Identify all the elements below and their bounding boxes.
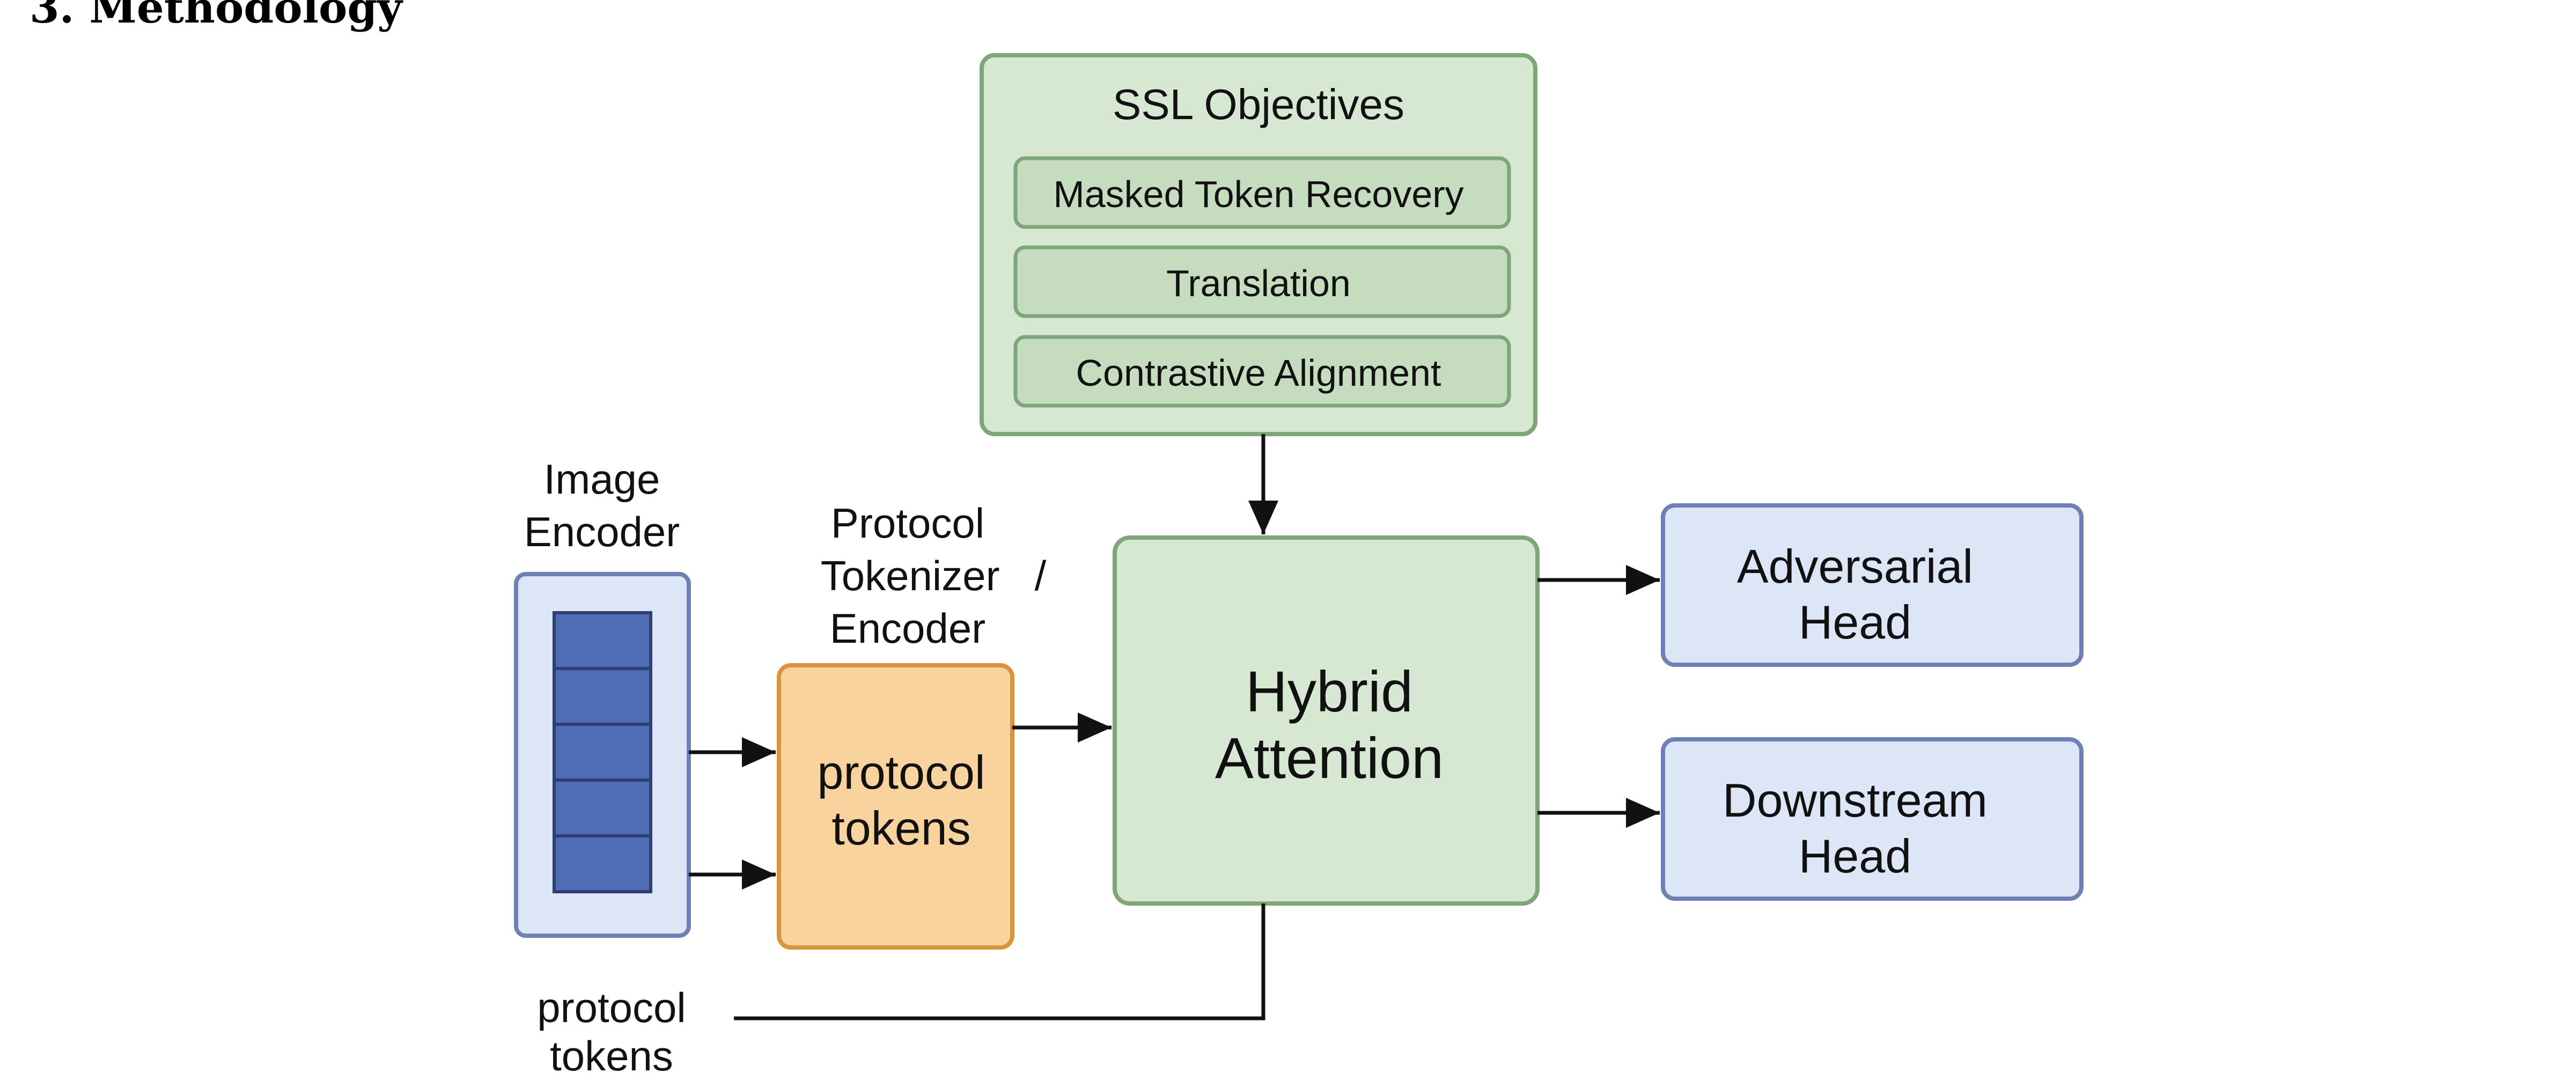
image-patch-2 — [553, 667, 652, 726]
image-patch-3 — [553, 723, 652, 782]
adversarial-head-line1: Adversarial — [1737, 540, 1973, 593]
downstream-head-line2: Head — [1799, 829, 1911, 883]
image-patch-5 — [553, 834, 652, 893]
adversarial-head: Adversarial Head — [1661, 503, 2084, 667]
connectors — [689, 434, 1660, 1020]
bypass-connector — [734, 904, 1265, 1020]
image-encoder-label-line2: Encoder — [524, 508, 680, 555]
ssl-item-contrastive-alignment: Contrastive Alignment — [1076, 352, 1441, 394]
image-patch-1 — [553, 611, 652, 670]
ssl-item-translation-box — [1013, 245, 1511, 318]
ssl-item-contrastive-alignment-box — [1013, 335, 1511, 408]
hybrid-attention-line2: Attention — [1215, 725, 1444, 790]
downstream-head: Downstream Head — [1661, 737, 2084, 901]
protocol-tokenizer: Protocol Tokenizer / Encoder protocol to… — [777, 500, 1047, 950]
bypass-protocol-tokens-line1: protocol — [537, 984, 686, 1031]
adversarial-head-box — [1661, 503, 2084, 667]
ssl-objectives-title: SSL Objectives — [1113, 80, 1404, 128]
tokenizer-label-line3: Encoder — [830, 605, 986, 652]
image-patch-4 — [553, 778, 652, 838]
hybrid-attention-box — [1113, 535, 1540, 906]
tokenizer-label-line1: Protocol — [831, 500, 984, 547]
ssl-item-translation: Translation — [1166, 262, 1351, 304]
ssl-item-masked-token-recovery: Masked Token Recovery — [1053, 173, 1463, 215]
hybrid-attention-line1: Hybrid — [1246, 659, 1413, 724]
adversarial-head-line2: Head — [1799, 596, 1911, 649]
image-encoder: Image Encoder — [514, 456, 691, 938]
downstream-head-line1: Downstream — [1723, 774, 1988, 827]
downstream-head-box — [1661, 737, 2084, 901]
protocol-tokens-line1: protocol — [817, 746, 985, 799]
bypass-protocol-tokens-line2: tokens — [550, 1032, 673, 1079]
tokenizer-label-line2: Tokenizer / — [821, 552, 1047, 599]
ssl-objectives-panel: SSL Objectives Masked Token Recovery Tra… — [980, 53, 1537, 436]
protocol-tokens-box — [777, 663, 1014, 950]
image-encoder-label-line1: Image — [544, 456, 660, 503]
protocol-tokens-line2: tokens — [831, 802, 970, 855]
hybrid-attention: Hybrid Attention — [1113, 535, 1540, 906]
ssl-item-masked-token-recovery-box — [1013, 156, 1511, 229]
section-heading: 3. Methodology — [30, 0, 403, 33]
